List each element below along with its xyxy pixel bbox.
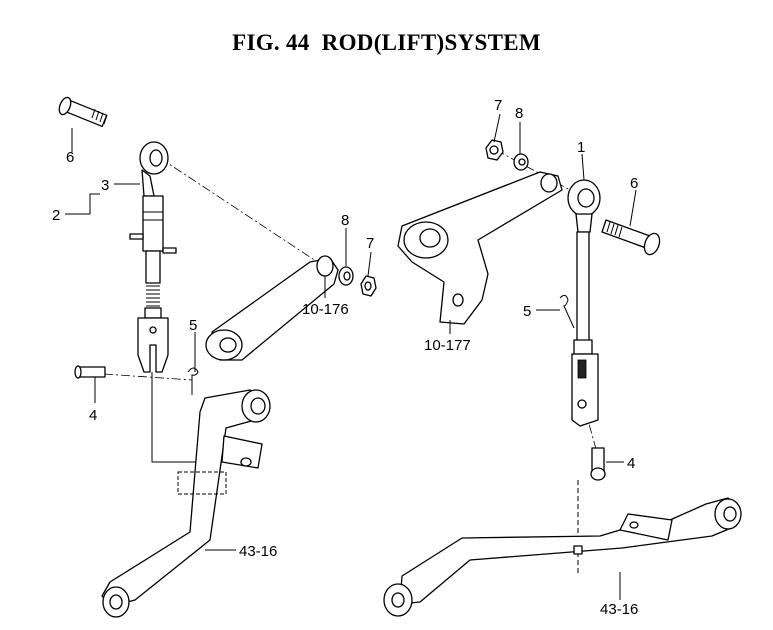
right-centerline-lower <box>579 391 599 457</box>
callout-left-lower-link: 43-16 <box>239 543 277 560</box>
callout-right-pin-4: 4 <box>627 455 635 472</box>
callout-left-nut-7: 7 <box>366 235 374 252</box>
right-link-1-part <box>567 179 601 427</box>
callout-right-washer-8: 8 <box>515 105 523 122</box>
right-clip-5-part <box>559 294 575 329</box>
callout-right-clip-5: 5 <box>523 303 531 320</box>
left-pin-6-part <box>58 96 108 128</box>
left-pin-4-part <box>74 365 106 379</box>
callout-right-pin-6: 6 <box>630 175 638 192</box>
left-centerline-upper <box>159 157 323 266</box>
right-pin-6-part <box>601 219 661 256</box>
callout-left-pin-6: 6 <box>66 149 74 166</box>
left-centerline-pin <box>103 373 193 381</box>
right-pin-4-part <box>590 447 606 481</box>
callout-left-rod-2: 2 <box>52 207 60 224</box>
callout-left-clip-5: 5 <box>189 317 197 334</box>
left-washer-8-part <box>338 266 354 286</box>
left-clip-5-part <box>187 367 199 395</box>
callout-right-link-1: 1 <box>577 139 585 156</box>
right-washer-8-part <box>513 153 529 171</box>
left-nut-7-part <box>360 275 377 297</box>
left-lower-link-43-16-part <box>101 389 271 618</box>
left-rod-end-3-part <box>139 141 169 197</box>
callout-left-washer-8: 8 <box>341 212 349 229</box>
left-arm-10-176-part <box>205 255 339 361</box>
right-nut-7-part <box>485 139 504 161</box>
left-rod-2-part <box>129 195 177 373</box>
callout-right-lower-link: 43-16 <box>600 601 638 618</box>
callout-left-arm: 10-176 <box>302 301 349 318</box>
right-arm-10-177-part <box>397 171 563 325</box>
callout-right-arm: 10-177 <box>424 337 471 354</box>
right-lower-link-43-16-part <box>383 497 742 617</box>
callout-left-link-3: 3 <box>101 177 109 194</box>
callout-right-nut-7: 7 <box>494 97 502 114</box>
page-title: FIG. 44 ROD(LIFT)SYSTEM <box>232 30 541 55</box>
callout-left-pin-4: 4 <box>89 407 97 424</box>
